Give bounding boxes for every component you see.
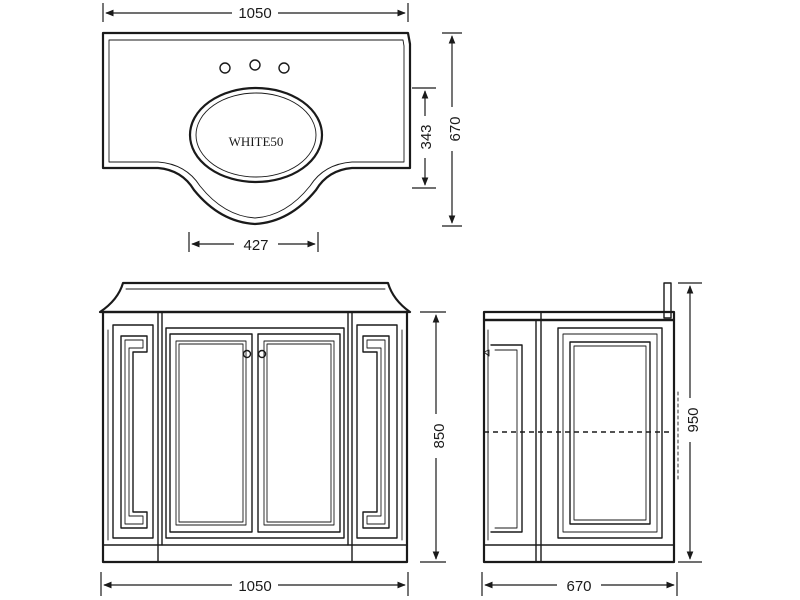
front-door-left (169, 333, 253, 533)
side-upstand (663, 282, 672, 319)
front-view: 850 1050 (98, 281, 448, 596)
top-view: WHITE50 1050 670 343 427 (101, 3, 464, 254)
side-view: 950 670 (481, 282, 702, 596)
front-door-right (257, 333, 341, 533)
dim-side-depth-label: 670 (566, 578, 591, 595)
dim-basin-depth-label: 343 (418, 124, 435, 149)
dim-top-depth-label: 670 (447, 116, 464, 141)
dim-basin-width-label: 427 (243, 237, 268, 254)
basin-outer (188, 86, 324, 184)
side-panel (557, 327, 663, 539)
basin-label: WHITE50 (229, 134, 284, 149)
front-carcass (101, 310, 409, 564)
front-left-panel (112, 324, 154, 539)
front-right-panel (356, 324, 398, 539)
front-door-frame (165, 327, 345, 539)
door-knob-left (242, 349, 252, 359)
dim-side-height-label: 950 (685, 407, 702, 432)
side-carcass (482, 318, 676, 564)
tap-hole-right (278, 62, 290, 74)
basin-inner (195, 92, 317, 178)
countertop-outline (101, 31, 412, 226)
dim-front-height-label: 850 (431, 423, 448, 448)
side-countertop (482, 310, 676, 322)
tap-hole-center (249, 59, 261, 71)
tap-hole-left (219, 62, 231, 74)
countertop-inner-edge (108, 39, 405, 219)
front-countertop (98, 281, 412, 314)
dim-front-width-label: 1050 (238, 578, 271, 595)
door-knob-right (257, 349, 267, 359)
dim-top-width-label: 1050 (238, 5, 271, 22)
